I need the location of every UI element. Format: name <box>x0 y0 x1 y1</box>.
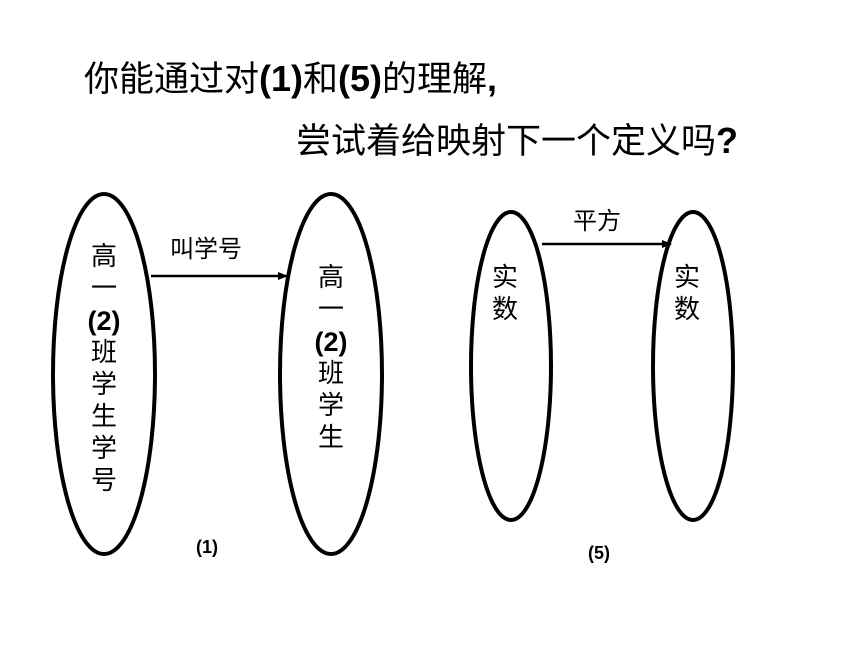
set-left-1-text: 高 一 (2) 班 学 生 学 号 <box>87 241 121 497</box>
set-left-1-char: 学 <box>90 370 117 400</box>
set-left-5-text: 实 数 <box>489 262 521 326</box>
set-ellipse-left-1 <box>51 192 157 556</box>
title-line-1-post: 的理解 <box>382 60 488 100</box>
diagram-caption-1: (1) <box>196 537 218 557</box>
set-ellipse-left-5 <box>469 210 553 522</box>
set-right-1-char: 一 <box>317 295 344 325</box>
set-right-1-char: 班 <box>317 359 344 389</box>
set-right-5-char: 实 <box>673 263 700 293</box>
set-left-5-char: 数 <box>491 295 518 325</box>
set-ellipse-right-1 <box>278 192 384 556</box>
set-right-1-char: 生 <box>317 423 344 453</box>
title-line-2-punct: ? <box>716 120 739 161</box>
set-right-1-text: 高 一 (2) 班 学 生 <box>314 262 348 454</box>
set-left-1-char: 班 <box>90 338 117 368</box>
arrow-label-1: 叫学号 <box>170 235 242 263</box>
set-right-5-text: 实 数 <box>671 262 703 326</box>
set-right-1-char: 高 <box>317 263 344 293</box>
title-line-1-pre: 你能通过对 <box>84 60 260 100</box>
set-ellipse-right-5 <box>651 210 735 522</box>
title-line-2: 尝试着给映射下一个定义吗? <box>296 120 738 163</box>
set-left-1-char: 一 <box>90 274 117 304</box>
set-left-5-char: 实 <box>491 263 518 293</box>
set-left-1-char: 学 <box>90 434 117 464</box>
diagram-caption-5: (5) <box>588 543 610 563</box>
set-right-1-char: 学 <box>317 391 344 421</box>
title-line-1-mid: 和 <box>303 60 339 100</box>
set-left-1-char: 号 <box>90 466 117 496</box>
title-ref-5: (5) <box>338 58 383 99</box>
set-right-1-class-number: (2) <box>314 327 348 357</box>
set-right-5-char: 数 <box>673 295 700 325</box>
set-left-1-class-number: (2) <box>87 306 121 336</box>
title-line-2-text: 尝试着给映射下一个定义吗 <box>296 122 717 162</box>
arrow-label-5: 平方 <box>573 207 621 235</box>
title-line-1-punct: , <box>487 58 498 99</box>
set-left-1-char: 高 <box>90 242 117 272</box>
title-ref-1: (1) <box>259 58 304 99</box>
set-left-1-char: 生 <box>90 402 117 432</box>
title-line-1: 你能通过对(1)和(5)的理解, <box>84 58 497 101</box>
